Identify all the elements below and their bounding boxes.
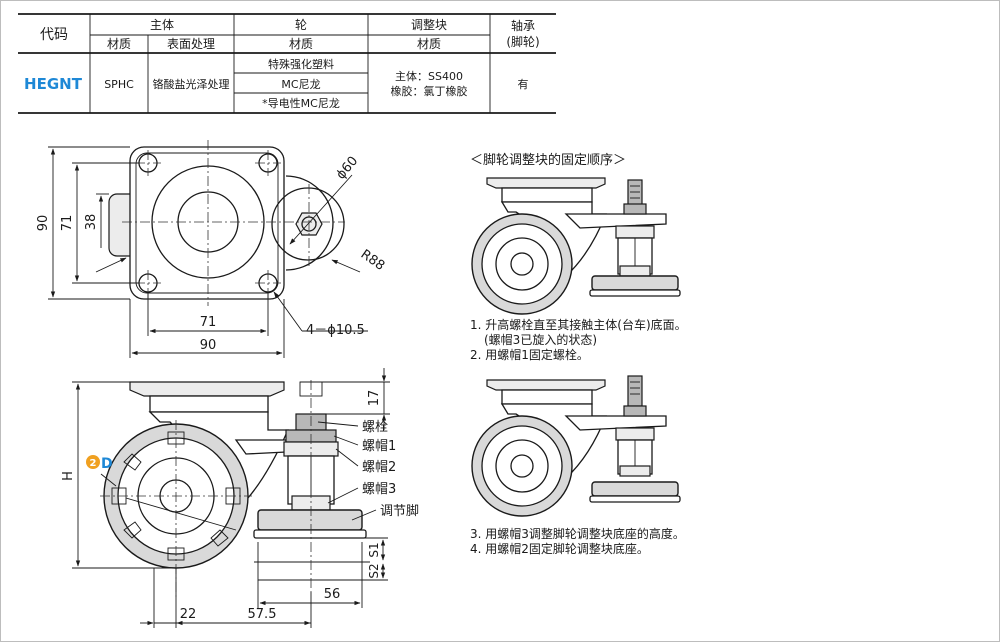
dim-holes: 4－ϕ10.5 xyxy=(306,323,365,338)
procedure-step-1: 1. 升高螺栓直至其接触主体(台车)底面。 xyxy=(470,317,687,332)
header-adjuster-material: 材质 xyxy=(417,37,441,51)
header-surface: 表面处理 xyxy=(167,37,215,51)
dim-90-horizontal: 90 xyxy=(200,338,217,353)
spec-table: 代码 主体 轮 调整块 轴承 (脚轮) 材质 表面处理 材质 材质 HEGNT … xyxy=(18,13,556,114)
swivel-housing xyxy=(149,395,269,413)
top-view: 90 71 38 71 90 ϕ60 R88 4－ϕ10.5 xyxy=(36,140,387,358)
row-bearing: 有 xyxy=(518,77,529,91)
header-bearing-line1: 轴承 xyxy=(511,18,535,33)
header-body-material: 材质 xyxy=(107,37,131,51)
row-adjuster-line1: 主体：SS400 xyxy=(395,69,463,83)
header-main-body: 主体 xyxy=(150,18,174,32)
procedure-step-2: 2. 用螺帽1固定螺栓。 xyxy=(470,347,589,362)
dim-s2: S2 xyxy=(367,563,381,578)
dim-38: 38 xyxy=(84,214,99,231)
row-code: HEGNT xyxy=(24,75,83,93)
dim-71-vertical: 71 xyxy=(60,215,75,232)
row-adjuster-line2: 橡胶：氯丁橡胶 xyxy=(391,84,468,98)
dim-17: 17 xyxy=(367,390,382,407)
procedure-figure-2 xyxy=(471,375,681,517)
row-body-material: SPHC xyxy=(104,78,134,91)
dim-71-horizontal: 71 xyxy=(200,315,217,330)
dim-22: 22 xyxy=(180,607,197,622)
procedure-title: ＜脚轮调整块的固定顺序＞ xyxy=(470,152,626,168)
badge-number: 2 xyxy=(90,458,97,469)
procedure-step-3: 3. 用螺帽3调整脚轮调整块底座的高度。 xyxy=(470,526,685,541)
dim-s1: S1 xyxy=(367,542,381,557)
wheel-outline xyxy=(285,175,334,271)
side-top-plate xyxy=(129,381,285,397)
label-nut1: 螺帽1 xyxy=(362,438,396,454)
label-bolt: 螺栓 xyxy=(362,420,388,435)
label-foot: 调节脚 xyxy=(380,503,419,519)
header-wheel-material: 材质 xyxy=(289,37,313,51)
dim-phi60: ϕ60 xyxy=(334,154,362,183)
badge-2d xyxy=(86,455,100,469)
dim-56: 56 xyxy=(324,587,341,602)
row-wheel-material-3: *导电性MC尼龙 xyxy=(262,96,340,110)
dim-r88: R88 xyxy=(358,247,388,274)
badge-letter: D xyxy=(101,456,113,472)
dim-57-5: 57.5 xyxy=(248,607,277,622)
dim-90-vertical: 90 xyxy=(36,215,51,232)
procedure-step-4: 4. 用螺帽2固定脚轮调整块底座。 xyxy=(470,541,649,556)
adjuster-foot xyxy=(257,509,363,531)
header-bearing-line2: (脚轮) xyxy=(506,34,539,49)
row-wheel-material-1: 特殊强化塑料 xyxy=(268,57,334,71)
header-wheel: 轮 xyxy=(295,18,307,32)
label-nut2: 螺帽2 xyxy=(362,459,396,475)
side-view: H 17 螺栓 螺帽1 螺帽2 螺帽3 调节脚 S1 S2 56 xyxy=(61,368,419,628)
dim-h: H xyxy=(61,471,76,481)
row-surface: 铬酸盐光泽处理 xyxy=(153,77,230,91)
label-nut3: 螺帽3 xyxy=(362,481,396,497)
row-wheel-material-2: MC尼龙 xyxy=(281,78,320,91)
wheel-ring xyxy=(271,187,345,261)
procedure-figure-1 xyxy=(471,177,681,315)
header-code: 代码 xyxy=(40,27,68,43)
header-adjuster: 调整块 xyxy=(411,17,447,32)
procedure-step-1-note: (螺帽3已旋入的状态) xyxy=(484,332,597,347)
